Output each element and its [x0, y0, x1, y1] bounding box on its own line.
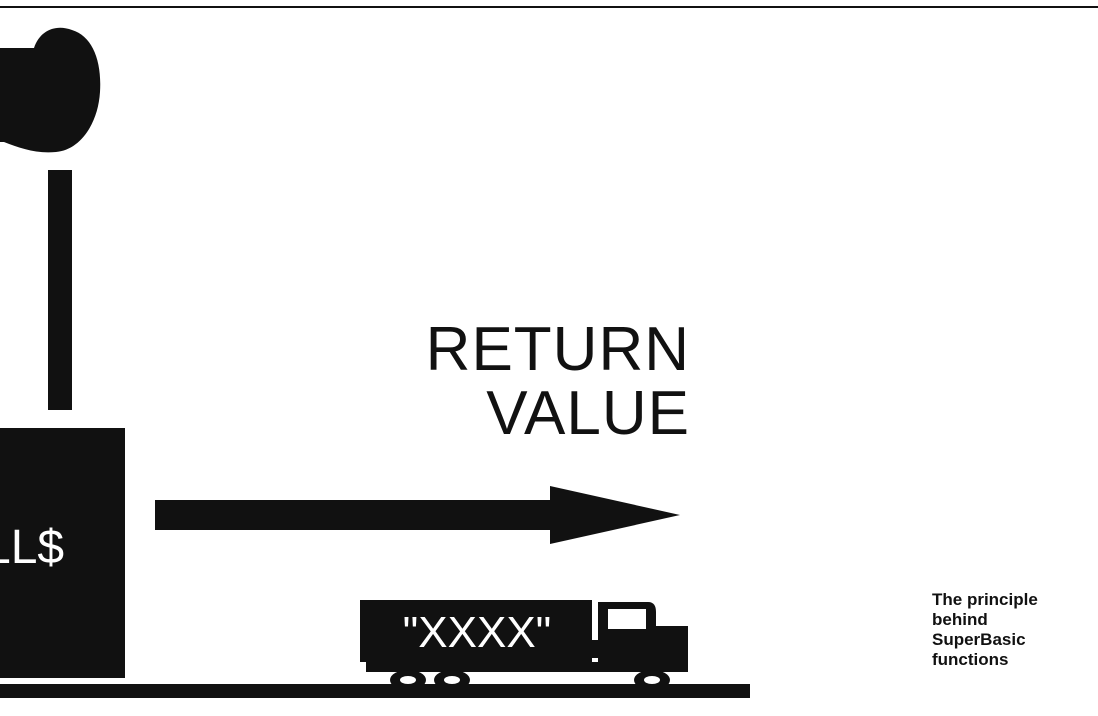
return-label-line1: RETURN [360, 318, 690, 382]
truck-hubcap [400, 676, 416, 684]
chimney [48, 170, 72, 410]
factory-label: LL$ [0, 508, 120, 588]
caption: The principle behind SuperBasic function… [932, 590, 1082, 670]
smoke-cloud [0, 28, 100, 153]
cargo-label: "XXXX" [362, 605, 592, 661]
truck-hubcap [644, 676, 660, 684]
ground-line [0, 684, 750, 698]
return-label-line2: VALUE [360, 382, 690, 446]
truck-hubcap [444, 676, 460, 684]
return-value-label: RETURN VALUE [360, 318, 690, 446]
truck-chassis [366, 662, 688, 672]
truck-window [608, 609, 646, 629]
return-arrow [155, 486, 680, 544]
